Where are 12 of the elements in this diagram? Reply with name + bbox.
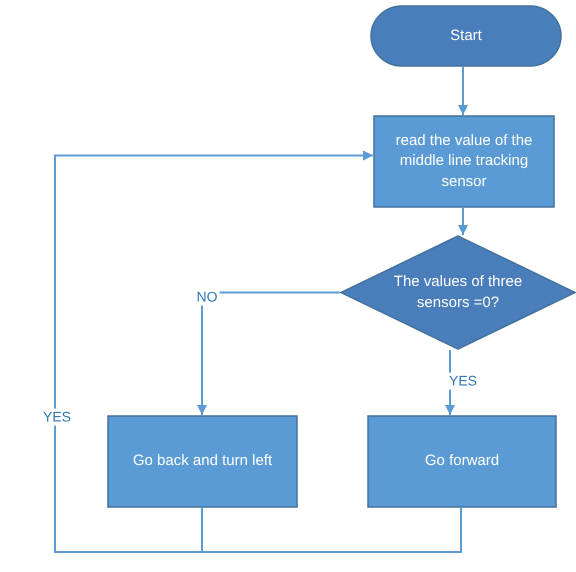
arrow — [54, 150, 462, 553]
edge-label: YES — [447, 372, 479, 390]
process-box: read the value of the middle line tracking sensor — [373, 115, 555, 208]
process-box: Go forward — [367, 415, 557, 508]
arrow — [458, 67, 468, 115]
edge-label: NO — [194, 288, 220, 306]
decision-diamond: The values of three sensors =0? — [340, 235, 576, 350]
arrow — [197, 292, 340, 415]
edge-label: YES — [41, 408, 73, 426]
start-terminal: Start — [370, 5, 562, 67]
process-box: Go back and turn left — [107, 415, 298, 508]
arrow — [458, 208, 468, 235]
